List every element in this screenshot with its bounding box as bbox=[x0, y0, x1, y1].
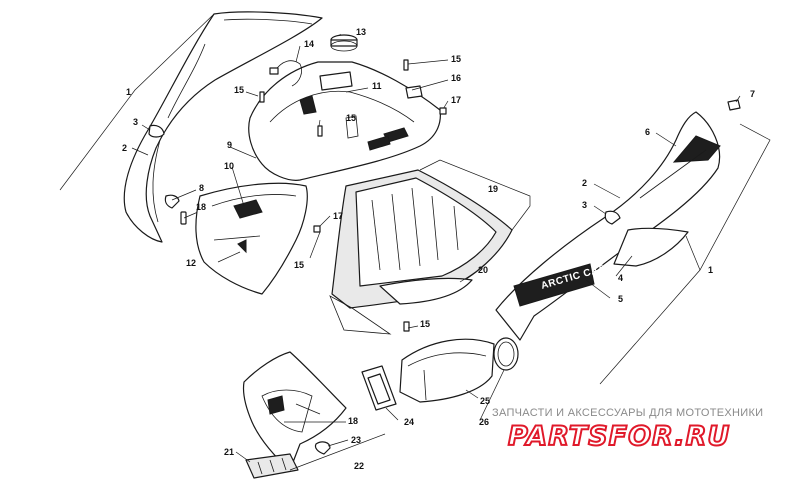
callout-14: 14 bbox=[304, 39, 314, 49]
nose-intake bbox=[242, 351, 347, 471]
callout-2-right: 2 bbox=[582, 178, 587, 188]
callout-16: 16 bbox=[451, 73, 461, 83]
right-side-panel: ARCTIC CAT bbox=[495, 99, 741, 341]
callout-labels: 1 2 3 8 18 12 9 10 15 14 13 11 15 15 16 … bbox=[122, 27, 755, 471]
storage-tray bbox=[329, 169, 513, 335]
hood-cowl bbox=[195, 61, 441, 295]
intake-boot-24 bbox=[361, 365, 397, 411]
callout-7: 7 bbox=[750, 89, 755, 99]
small-leaders bbox=[309, 215, 331, 259]
callout-1-right: 1 bbox=[708, 265, 713, 275]
vent-21 bbox=[245, 453, 299, 479]
callout-11: 11 bbox=[372, 81, 382, 91]
callout-9: 9 bbox=[227, 140, 232, 150]
callout-12: 12 bbox=[186, 258, 196, 268]
callout-22: 22 bbox=[354, 461, 364, 471]
intake-leaders bbox=[235, 369, 505, 471]
callout-13: 13 bbox=[356, 27, 366, 37]
wire-harness-14 bbox=[269, 60, 302, 87]
callout-20: 20 bbox=[478, 265, 488, 275]
callout-15-c: 15 bbox=[451, 54, 461, 64]
callout-15-e: 15 bbox=[420, 319, 430, 329]
callout-5: 5 bbox=[618, 294, 623, 304]
callout-10: 10 bbox=[224, 161, 234, 171]
watermark: ЗАПЧАСТИ И АКСЕССУАРЫ ДЛЯ МОТОТЕХНИКИ PA… bbox=[492, 407, 763, 453]
callout-25: 25 bbox=[480, 396, 490, 406]
callout-23: 23 bbox=[351, 435, 361, 445]
tray-leaders bbox=[407, 159, 531, 329]
callout-3-right: 3 bbox=[582, 200, 587, 210]
hood-leaders bbox=[217, 33, 449, 263]
bracket-23 bbox=[314, 441, 331, 455]
callout-15-d: 15 bbox=[294, 260, 304, 270]
left-side-panel bbox=[123, 11, 323, 243]
callout-18-left: 18 bbox=[196, 202, 206, 212]
plug-13 bbox=[330, 34, 358, 52]
callout-18-bottom: 18 bbox=[348, 416, 358, 426]
callout-6: 6 bbox=[645, 127, 650, 137]
intake-duct-25 bbox=[399, 338, 495, 403]
watermark-caption-text: ЗАПЧАСТИ И АКСЕССУАРЫ ДЛЯ МОТОТЕХНИКИ bbox=[492, 407, 763, 419]
callout-4: 4 bbox=[618, 273, 623, 283]
callout-17-a: 17 bbox=[451, 95, 461, 105]
callout-8: 8 bbox=[199, 183, 204, 193]
clamp-26 bbox=[493, 337, 519, 371]
callout-3-left: 3 bbox=[133, 117, 138, 127]
callout-26: 26 bbox=[479, 417, 489, 427]
callout-19: 19 bbox=[488, 184, 498, 194]
right-panel-leaders bbox=[585, 95, 771, 385]
callout-17-b: 17 bbox=[333, 211, 343, 221]
callout-1-left: 1 bbox=[126, 87, 131, 97]
left-panel-leaders bbox=[59, 13, 215, 219]
callout-2-left: 2 bbox=[122, 143, 127, 153]
callout-21: 21 bbox=[224, 447, 234, 457]
callout-24: 24 bbox=[404, 417, 414, 427]
callout-15-a: 15 bbox=[234, 85, 244, 95]
watermark-logo: PARTSFOR.RU bbox=[508, 421, 730, 452]
callout-15-b: 15 bbox=[346, 113, 356, 123]
